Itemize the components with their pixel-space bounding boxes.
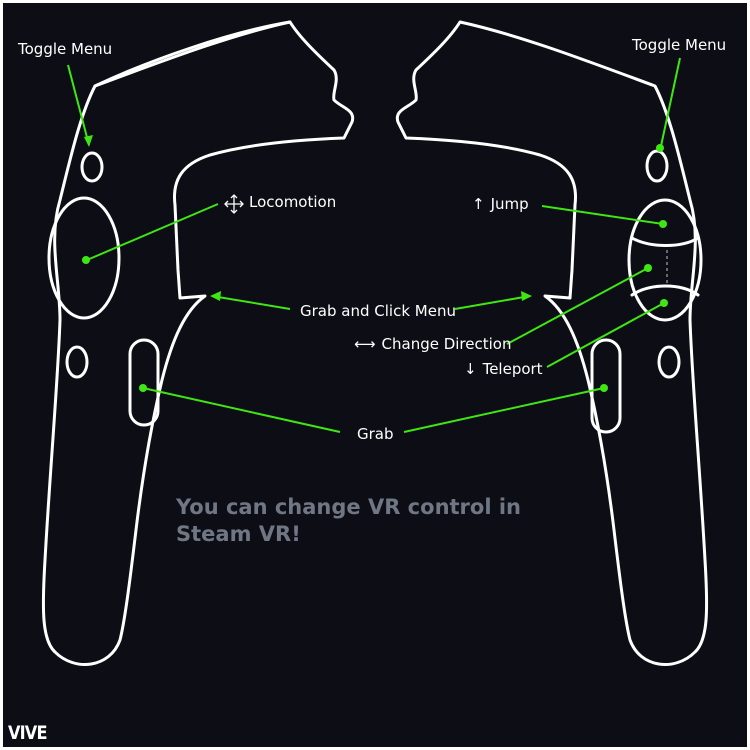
label-teleport-text: Teleport [482,360,543,378]
right-trackpad-top-arc [630,236,700,247]
steam-vr-note: You can change VR control in Steam VR! [176,495,521,546]
label-teleport: ↓ Teleport [464,360,543,378]
teleport-arrow-icon: ↓ [464,360,477,378]
right-system-button-icon [657,345,681,379]
left-system-button-icon [65,345,89,379]
move-arrows-icon [224,194,244,214]
dot-grab-right [600,384,608,392]
label-change-direction: ⟷ Change Direction [354,335,511,353]
label-jump: ↑ Jump [472,195,529,213]
dot-teleport [660,299,668,307]
pointer-grab-left [211,295,291,310]
dot-locomotion [82,256,90,264]
arrowhead-grab-left [210,291,221,301]
left-trackpad-icon [47,196,121,320]
left-controller-outline [41,20,355,666]
pointer-change-direction [506,267,649,345]
label-toggle-menu-right: Toggle Menu [632,36,727,54]
pointer-grab-left-lower [142,387,341,433]
label-grab: Grab [357,425,394,443]
diagram-panel [3,3,747,747]
dot-toggle-menu-right [656,144,664,152]
arrowhead-grab-right [521,291,532,301]
jump-arrow-icon: ↑ [472,195,485,213]
pointer-jump [541,205,664,225]
label-grab-and-click-menu: Grab and Click Menu [300,302,456,320]
label-toggle-menu-left: Toggle Menu [18,40,113,58]
right-trackpad-bottom-arc [630,284,700,297]
pointer-toggle-menu-left [67,64,90,146]
label-jump-text: Jump [490,195,529,213]
right-controller-outline [395,20,709,666]
pointer-toggle-menu-right [660,57,681,147]
pointer-locomotion [86,203,219,261]
pointer-toggle-menu-left-arrowhead [84,135,93,147]
change-direction-arrow-icon: ⟷ [354,335,376,353]
right-menu-button-icon [645,149,669,183]
label-change-direction-text: Change Direction [381,335,512,353]
right-trackpad-icon [627,198,703,322]
vive-logo: VIVE [8,722,48,744]
left-controller-ridge [93,20,292,88]
pointer-grab-right-lower [403,387,605,433]
left-grip-button-icon [128,338,160,427]
label-locomotion: Locomotion [249,193,337,211]
left-menu-button-icon [80,151,104,183]
pointer-grab-right [454,295,531,310]
dot-grab-left [139,384,147,392]
dot-jump [659,220,667,228]
right-grip-button-icon [590,338,622,434]
dot-change-direction [644,264,652,272]
pointer-teleport [546,302,665,368]
